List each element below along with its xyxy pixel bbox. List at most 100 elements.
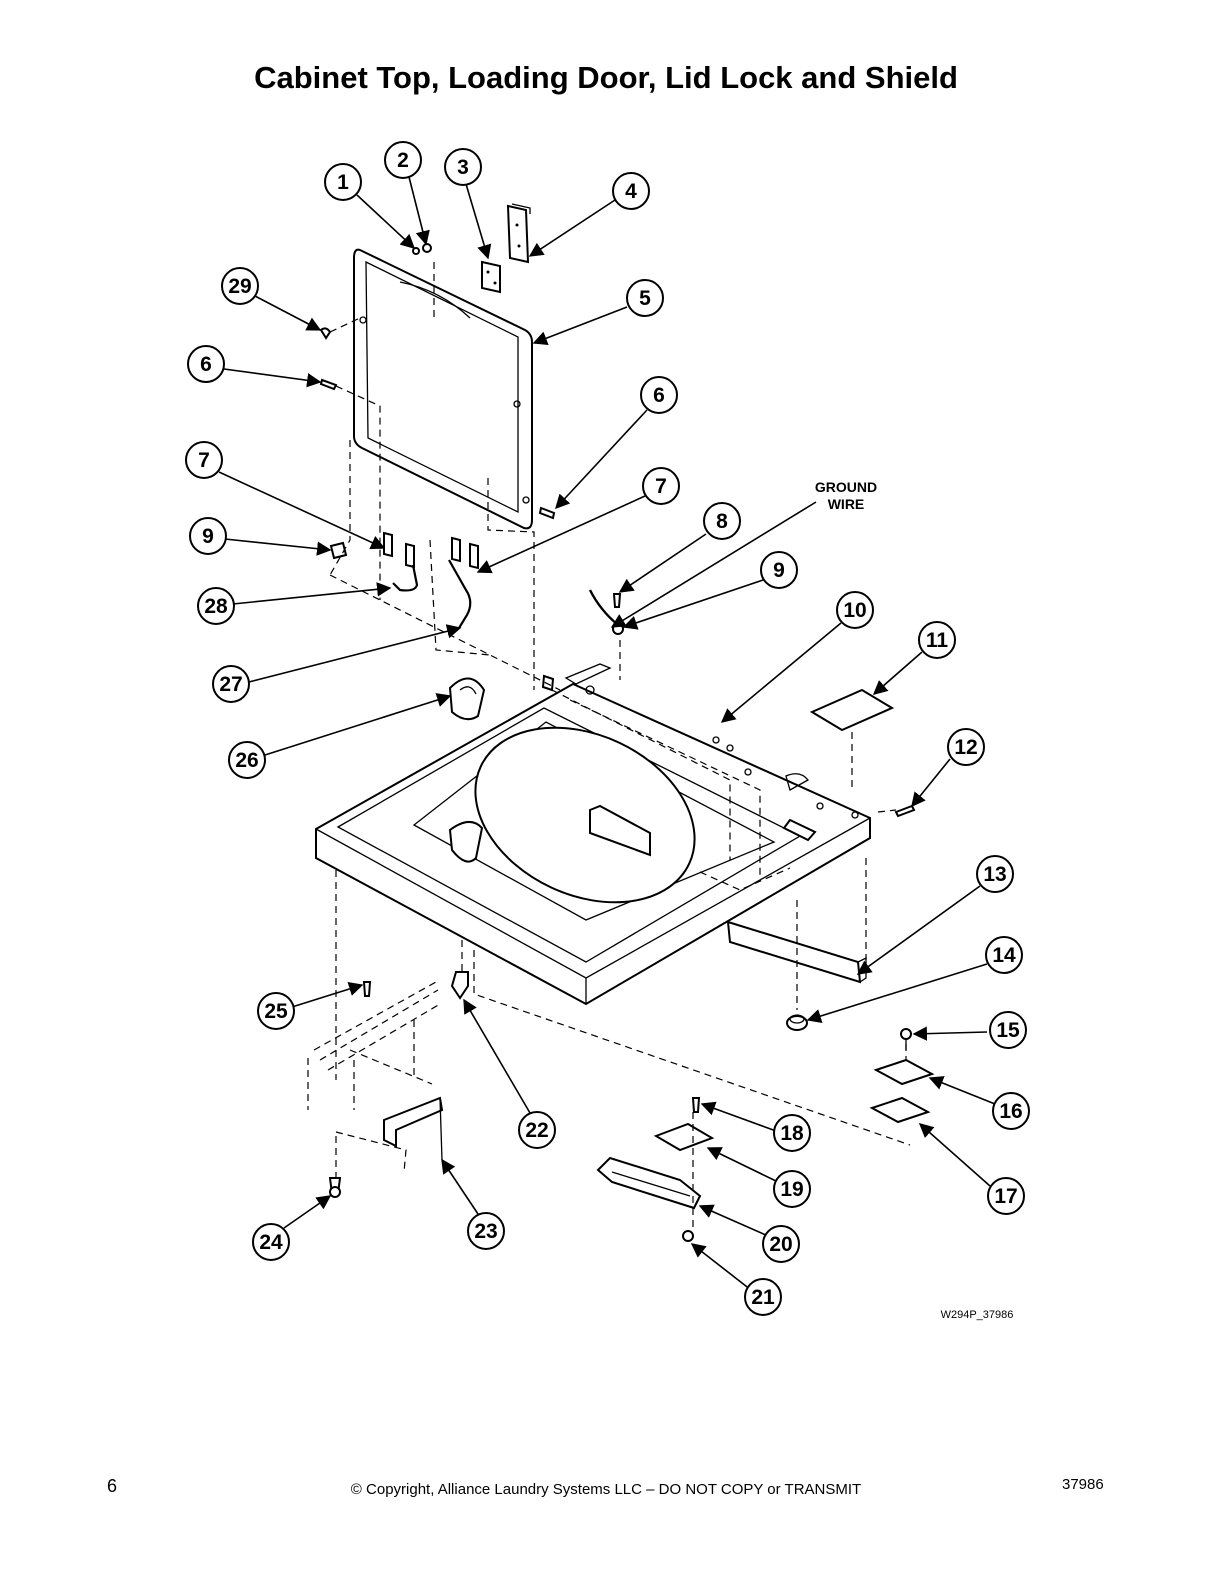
callout-circle	[947, 728, 985, 766]
callout-circle	[642, 467, 680, 505]
callout-8: 8	[703, 502, 741, 540]
callout-circle	[444, 148, 482, 186]
callout-circle	[221, 267, 259, 305]
callout-number: 7	[198, 449, 210, 472]
callout-4: 4	[612, 172, 650, 210]
ground-wire-label-line-2: WIRE	[828, 496, 865, 512]
callout-1: 1	[324, 163, 362, 201]
callout-number: 14	[992, 944, 1016, 967]
grommet	[786, 1014, 808, 1031]
callout-circle	[467, 1212, 505, 1250]
callout-number: 20	[769, 1233, 792, 1256]
callout-number: 28	[204, 595, 228, 618]
callout-number: 19	[780, 1178, 803, 1201]
callout-circle	[626, 279, 664, 317]
callout-23: 23	[467, 1212, 505, 1250]
callout-20: 20	[762, 1225, 800, 1263]
callout-circle	[228, 741, 266, 779]
page-number: 6	[107, 1476, 118, 1496]
callout-6: 6	[187, 345, 225, 383]
callout-circle	[185, 441, 223, 479]
document-number: 37986	[1062, 1476, 1104, 1493]
callout-27: 27	[212, 665, 250, 703]
callout-circle	[762, 1225, 800, 1263]
callout-3: 3	[444, 148, 482, 186]
callout-circle	[640, 376, 678, 414]
callout-number: 26	[235, 749, 258, 772]
callout-number: 3	[457, 156, 469, 179]
callout-13: 13	[976, 855, 1014, 893]
callout-circle	[987, 1177, 1025, 1215]
callout-circle	[197, 587, 235, 625]
callout-circle	[976, 855, 1014, 893]
alignment-lines	[307, 262, 911, 1230]
warning-label	[809, 688, 895, 732]
lower-fasteners	[328, 971, 469, 1198]
callout-number: 17	[994, 1185, 1017, 1208]
callout-7: 7	[185, 441, 223, 479]
callout-26: 26	[228, 741, 266, 779]
callout-14: 14	[985, 936, 1023, 974]
callout-circle	[189, 517, 227, 555]
callout-5: 5	[626, 279, 664, 317]
callout-number: 11	[926, 629, 949, 652]
lid-lock-pad	[448, 677, 486, 721]
callout-circle	[773, 1114, 811, 1152]
callout-number: 9	[773, 559, 785, 582]
callout-circle	[836, 591, 874, 629]
callout-number: 7	[655, 475, 667, 498]
callout-number: 4	[625, 180, 637, 203]
callout-number: 6	[200, 353, 212, 376]
callout-7: 7	[642, 467, 680, 505]
figure-id: W294P_37986	[941, 1309, 1014, 1321]
callout-number: 18	[780, 1122, 804, 1145]
callout-circle	[992, 1092, 1030, 1130]
callout-circle	[518, 1111, 556, 1149]
callout-number: 2	[397, 149, 409, 172]
callout-number: 22	[525, 1119, 548, 1142]
cabinet-top	[315, 663, 871, 1006]
callout-12: 12	[947, 728, 985, 766]
callout-number: 6	[653, 384, 665, 407]
callout-number: 12	[954, 736, 977, 759]
page-title: Cabinet Top, Loading Door, Lid Lock and …	[254, 60, 958, 95]
hinge-plate	[481, 260, 501, 294]
callout-number: 1	[337, 171, 349, 194]
callout-number: 9	[202, 525, 214, 548]
callout-circle	[187, 345, 225, 383]
callout-number: 13	[983, 863, 1006, 886]
callout-15: 15	[989, 1011, 1027, 1049]
callout-2: 2	[384, 141, 422, 179]
door-hinges	[329, 531, 479, 629]
ground-wire	[588, 589, 624, 635]
callout-circle	[773, 1170, 811, 1208]
callout-circle	[257, 992, 295, 1030]
callout-circle	[918, 621, 956, 659]
callout-circle	[744, 1278, 782, 1316]
callout-number: 24	[259, 1231, 283, 1254]
callout-29: 29	[221, 267, 259, 305]
callout-21: 21	[744, 1278, 782, 1316]
callout-17: 17	[987, 1177, 1025, 1215]
callout-number: 25	[264, 1000, 288, 1023]
callout-circle	[324, 163, 362, 201]
copyright-notice: © Copyright, Alliance Laundry Systems LL…	[350, 1481, 862, 1498]
callout-28: 28	[197, 587, 235, 625]
callout-number: 23	[474, 1220, 497, 1243]
leader-lines	[218, 176, 996, 1291]
callout-circle	[985, 936, 1023, 974]
callout-24: 24	[252, 1223, 290, 1261]
callout-number: 5	[639, 287, 651, 310]
callout-circle	[384, 141, 422, 179]
screw-12	[894, 804, 916, 818]
callout-number: 15	[996, 1019, 1020, 1042]
callout-circle	[612, 172, 650, 210]
lid-lock-assembly	[596, 1097, 715, 1242]
hinge-bracket	[506, 203, 531, 264]
callout-number: 21	[751, 1286, 775, 1309]
callout-18: 18	[773, 1114, 811, 1152]
callout-number: 16	[999, 1100, 1022, 1123]
callout-9: 9	[760, 551, 798, 589]
